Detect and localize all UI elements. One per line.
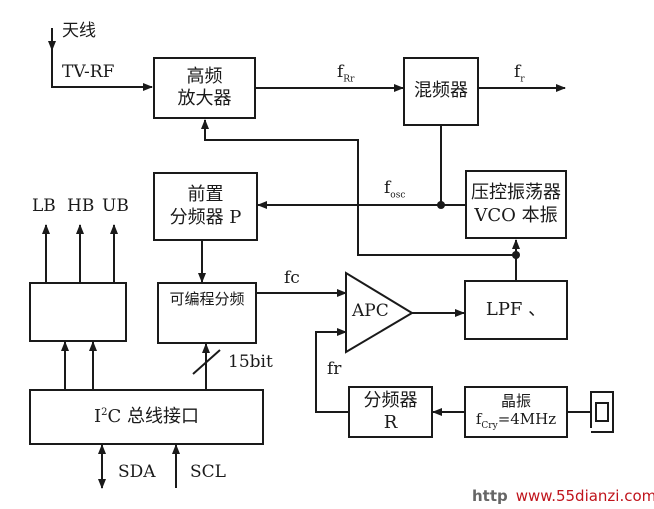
fr-label: fr	[327, 359, 342, 379]
antenna-label: 天线	[62, 21, 96, 41]
vco-line2: VCO 本振	[474, 204, 558, 226]
crystal-oscillator-block: 晶振 fCry=4MHz	[464, 386, 568, 438]
rf-signal-label: fRr	[337, 62, 355, 85]
programmable-divider-block: 可编程分频	[157, 282, 257, 344]
band-switch-block	[29, 282, 127, 342]
watermark-prefix: http	[472, 487, 508, 505]
tv-rf-label: TV-RF	[62, 62, 115, 82]
output-signal-label: fr	[514, 62, 525, 85]
prescaler-block: 前置 分频器 P	[153, 172, 258, 241]
rf-amplifier-line2: 放大器	[177, 88, 232, 109]
lb-label: LB	[32, 196, 56, 216]
fc-label: fc	[284, 268, 300, 288]
hb-label: HB	[67, 196, 95, 216]
watermark-url: www.55dianzi.com	[515, 487, 654, 505]
bus-slash	[192, 349, 221, 375]
junction-dot	[512, 251, 520, 259]
i2c-interface-block: I2C 总线接口	[29, 389, 264, 445]
osc-signal-label: fosc	[384, 178, 406, 201]
lpf-block: LPF 、	[464, 280, 568, 340]
i2c-interface-label: I2C 总线接口	[94, 405, 199, 427]
programmable-divider-label: 可编程分频	[169, 290, 245, 308]
rf-amplifier-line1: 高频	[186, 65, 223, 87]
crystal-line1: 晶振	[500, 391, 531, 410]
junction-dot	[437, 201, 445, 209]
mixer-label: 混频器	[414, 80, 468, 102]
crystal-symbol	[590, 391, 614, 433]
vco-line1: 压控振荡器	[471, 182, 561, 203]
antenna-input-wire	[51, 50, 153, 91]
ub-label: UB	[102, 196, 129, 216]
reference-divider-line1: 分频器	[363, 389, 418, 411]
apc-label: APC	[352, 301, 389, 321]
apc-amplifier-shape	[345, 271, 414, 354]
vco-block: 压控振荡器 VCO 本振	[465, 170, 567, 239]
prescaler-line2: 分频器 P	[169, 206, 242, 228]
sda-label: SDA	[118, 462, 156, 482]
lpf-label: LPF 、	[485, 298, 547, 320]
rf-amplifier-block: 高频 放大器	[153, 57, 256, 119]
scl-label: SCL	[190, 462, 226, 482]
prescaler-line1: 前置	[187, 184, 224, 205]
crystal-frequency: fCry=4MHz	[475, 410, 557, 432]
watermark: http www.55dianzi.com	[472, 487, 654, 505]
reference-divider-line2: R	[383, 412, 398, 433]
feedback-to-rf-wire	[201, 119, 516, 256]
mixer-block: 混频器	[403, 57, 479, 126]
reference-divider-block: 分频器 R	[348, 386, 433, 438]
ref-to-apc-wire	[315, 328, 348, 413]
bit-width-label: 15bit	[228, 352, 273, 372]
